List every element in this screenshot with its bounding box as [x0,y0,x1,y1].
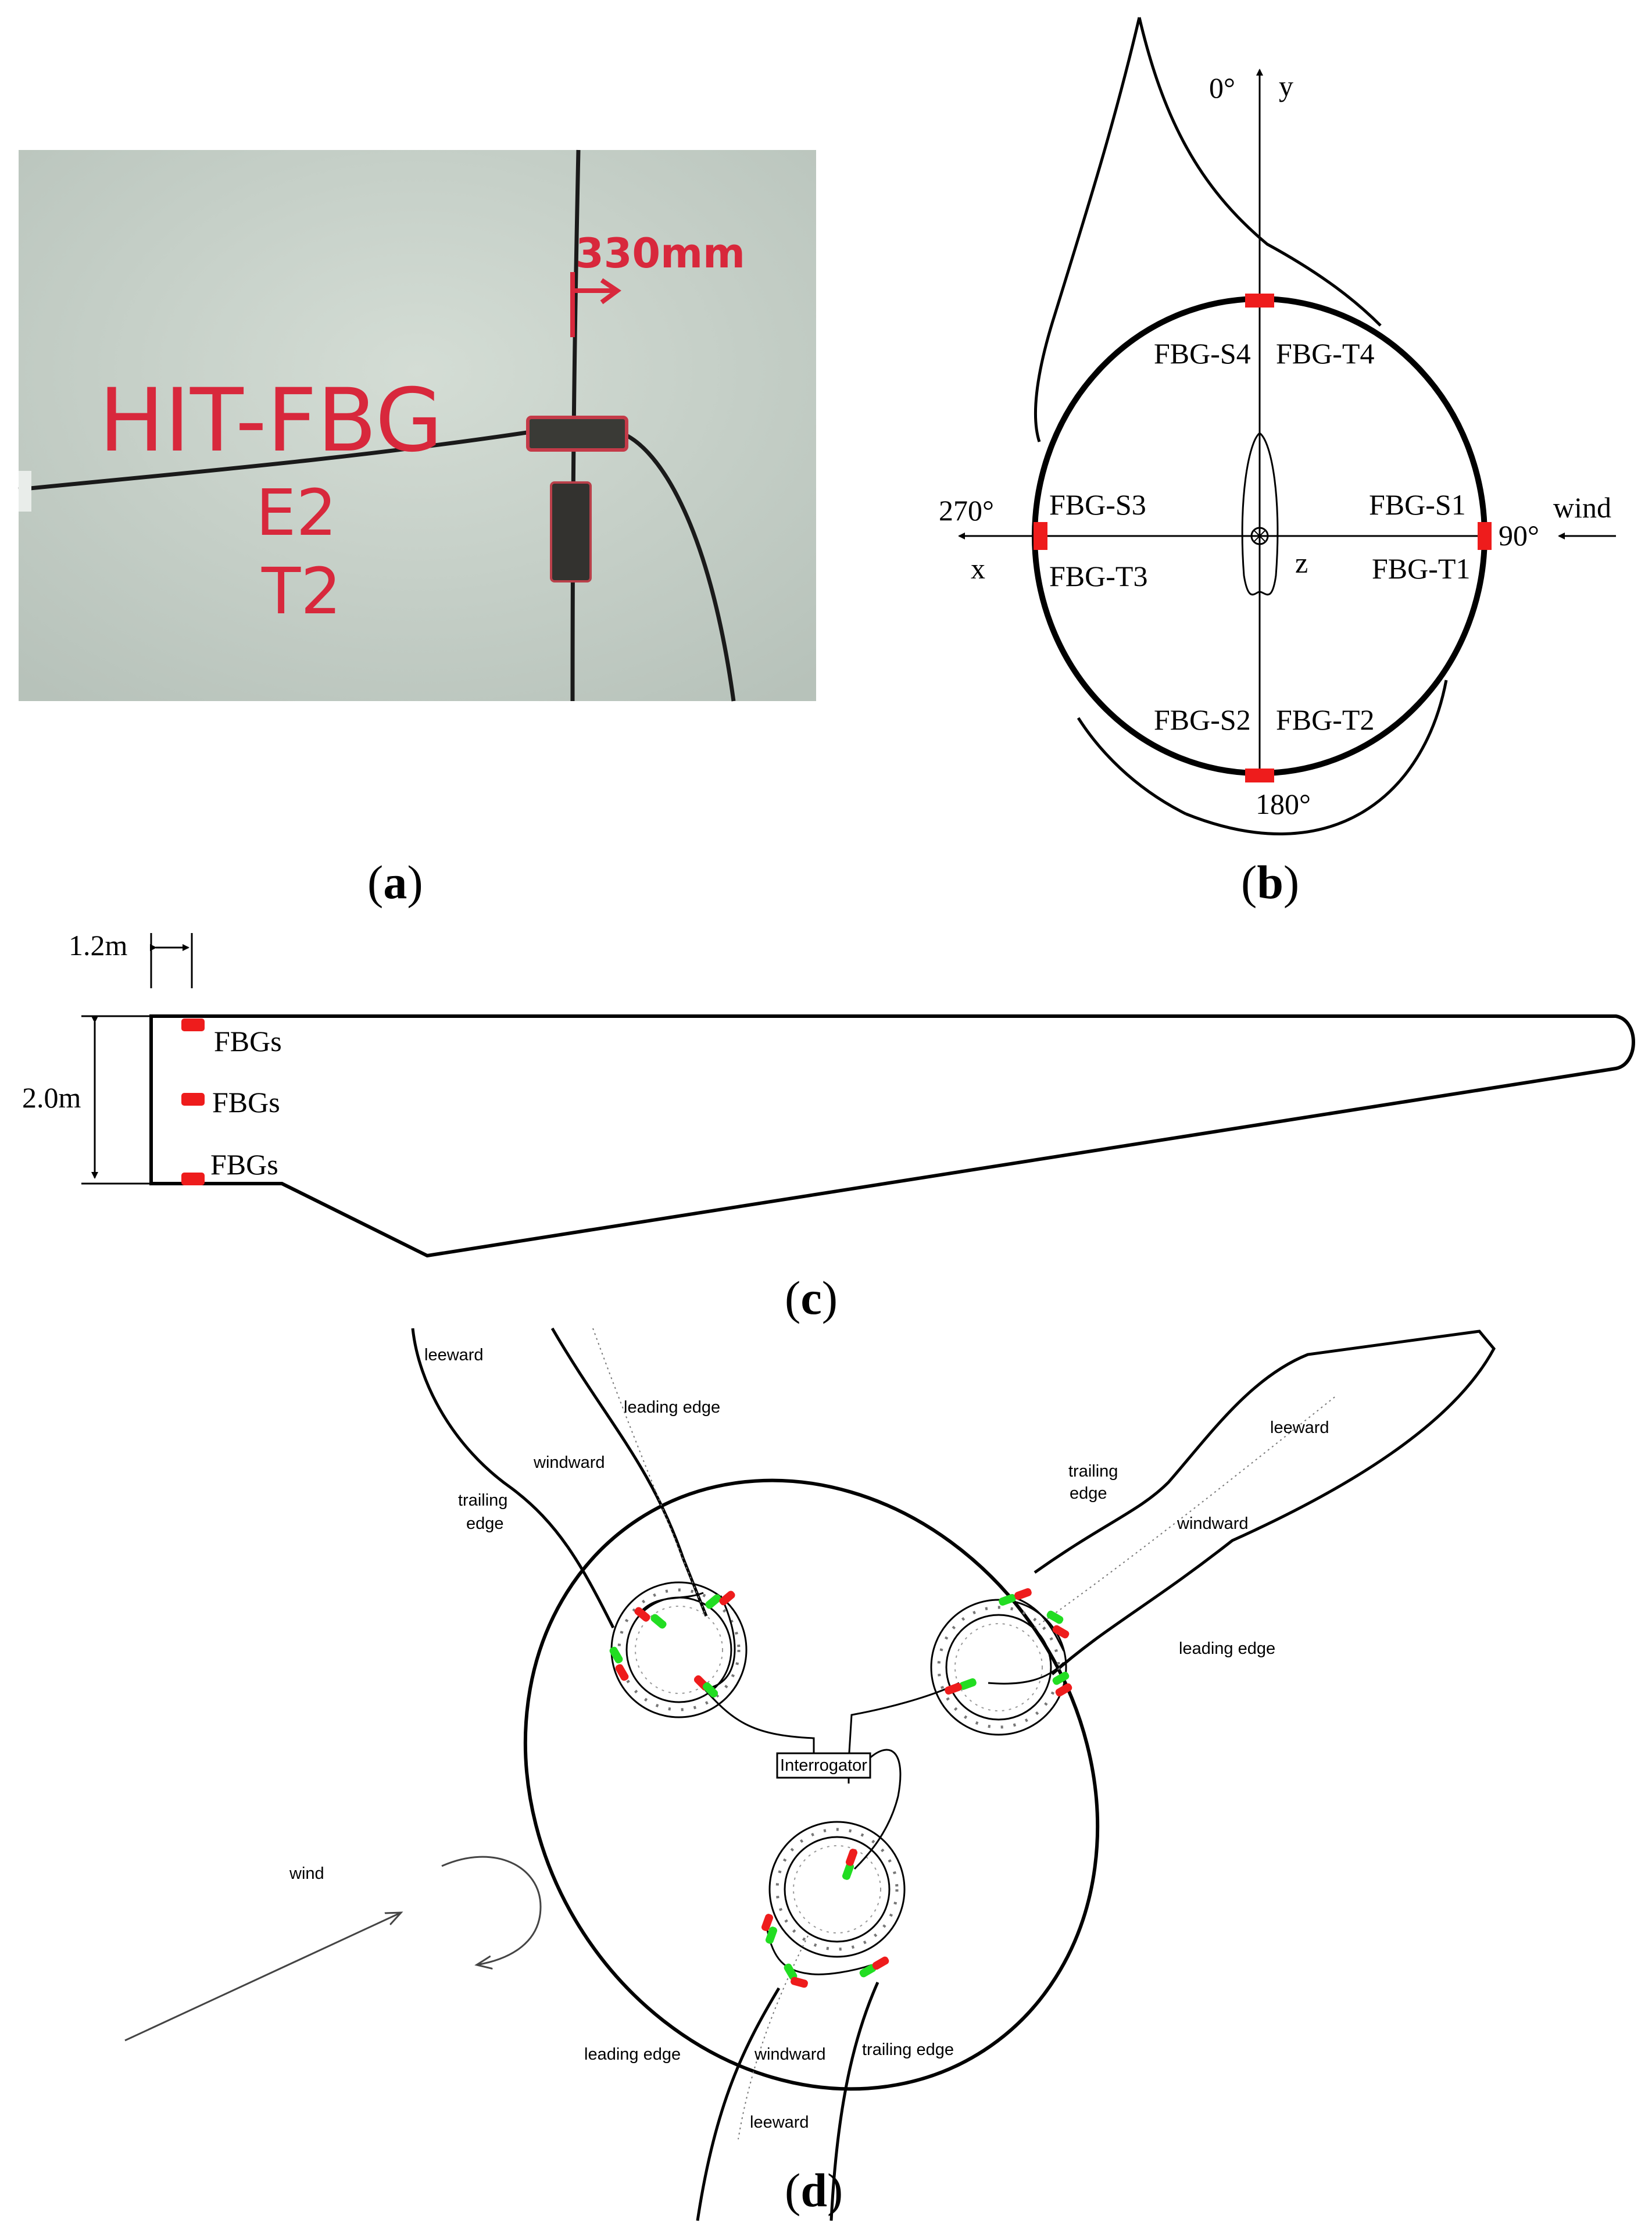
axis-x-label: x [971,552,985,585]
blade-bottom-leading [696,1987,781,2221]
r-trailing-2: edge [1070,1484,1107,1503]
sensors-ul [609,1591,735,1698]
wind-label-d: wind [289,1864,324,1883]
angle-180: 180° [1256,788,1311,820]
panel-a-photo: 330mm HIT-FBG E2 T2 [18,149,816,702]
sensor-right [1478,522,1492,550]
angle-270: 270° [939,494,994,527]
z-cross-b [1253,530,1266,542]
guide-bottom [738,1935,809,2140]
fbgs-label-1: FBGs [214,1025,282,1057]
dim-height-label: 2.0m [22,1081,81,1114]
panel-d-hub: Interrogator [124,1327,1496,2221]
sensors-bottom [761,1849,889,1988]
root-ring-bottom [768,1821,906,1958]
caption-c-letter: c [800,1271,821,1324]
handwritten-line2: E2 [256,476,337,550]
label-fbg-t3: FBG-T3 [1049,560,1147,592]
vertical-fiber-cable [570,149,581,702]
wall-surface [19,150,816,701]
blade-lower-line [1185,680,1448,835]
blade-trailing-line [1138,17,1382,327]
b-trailing-edge: trailing edge [862,2040,954,2059]
b-windward: windward [754,2045,826,2064]
b-leading-edge: leading edge [584,2045,681,2064]
photo-sensor-vertical [550,481,592,582]
sensor-left [1034,522,1047,550]
caption-d: (d) [785,2164,843,2217]
handwriting-distance-marker [570,272,621,337]
blade-ul-trailing [411,1328,615,1629]
handwritten-brand: HIT-FBG [99,370,443,471]
blade-ul-leading [550,1327,708,1617]
airfoil-section [1241,432,1279,596]
rotation-arrow [441,1856,542,1965]
r-leeward: leeward [1270,1418,1329,1437]
blade-outline [149,1014,1635,1258]
caption-b-letter: b [1257,856,1283,909]
blade-bottom-trailing [829,1981,879,2221]
caption-a: (a) [367,856,423,909]
sensors-right [945,1588,1072,1697]
handwritten-line3: T2 [261,554,341,628]
ul-trailing-1: trailing [458,1491,507,1510]
fiber-loop-ul [638,1592,736,1690]
guide-ul [592,1328,707,1617]
z-axis-symbol [1250,527,1269,545]
caption-c: (c) [785,1271,838,1324]
fiber-route-ul [699,1684,815,1761]
r-trailing-1: trailing [1068,1462,1118,1481]
dim-offset-label: 1.2m [69,929,128,962]
blade-sensor-1 [181,1018,205,1031]
fbgs-label-3: FBGs [210,1148,278,1181]
axis-y-label: y [1279,70,1293,102]
caption-b: (b) [1241,856,1299,909]
blade-lower-left-line [1077,717,1187,816]
axis-z-label: z [1295,546,1308,579]
wind-label-b: wind [1553,491,1611,524]
handwritten-distance: 330mm [575,230,745,277]
r-leading-edge: leading edge [1179,1639,1275,1658]
photo-bracket [19,471,31,512]
caption-d-letter: d [800,2164,827,2217]
label-fbg-s2: FBG-S2 [1154,703,1251,736]
sensor-top [1245,294,1274,308]
ul-leeward: leeward [424,1346,484,1364]
label-fbg-t1: FBG-T1 [1372,552,1470,585]
label-fbg-t2: FBG-T2 [1276,703,1374,736]
blade-sensor-2 [181,1093,205,1106]
sensor-bottom [1245,769,1274,782]
photo-sensor-horizontal [526,416,628,452]
angle-0: 0° [1209,72,1235,104]
label-fbg-s3: FBG-S3 [1049,488,1146,521]
label-fbg-s1: FBG-S1 [1369,488,1466,521]
ul-leading-edge: leading edge [624,1398,720,1417]
b-leeward: leeward [750,2113,809,2132]
fiber-loop-bottom [766,1929,873,1975]
hub-outline [523,1478,1100,2091]
ul-trailing-2: edge [466,1514,504,1533]
wind-arrow-d [124,1913,401,2042]
blade-leading-line [1034,17,1141,442]
angle-90: 90° [1499,519,1539,552]
fbgs-label-2: FBGs [212,1086,280,1118]
fiber-route-right [848,1682,960,1762]
panel-c-blade-side: 1.2m 2.0m FBGs FBGs FBGs [22,929,1635,1258]
horizontal-fiber-cable [18,429,535,492]
panel-b-cross-section: 0° y FBG-S4 FBG-T4 270° x FBG-S3 FBG-T3 … [939,17,1616,835]
interrogator-box [776,1752,871,1779]
blade-sensor-3 [181,1173,205,1185]
interrogator-label: Interrogator [780,1756,867,1775]
caption-a-letter: a [383,856,407,909]
curved-fiber-cable [616,429,736,702]
label-fbg-t4: FBG-T4 [1276,337,1374,370]
blade-right-outline [1034,1329,1496,1675]
ul-windward: windward [533,1453,605,1472]
r-windward: windward [1177,1514,1249,1533]
label-fbg-s4: FBG-S4 [1154,337,1251,370]
guide-right [1034,1395,1338,1628]
